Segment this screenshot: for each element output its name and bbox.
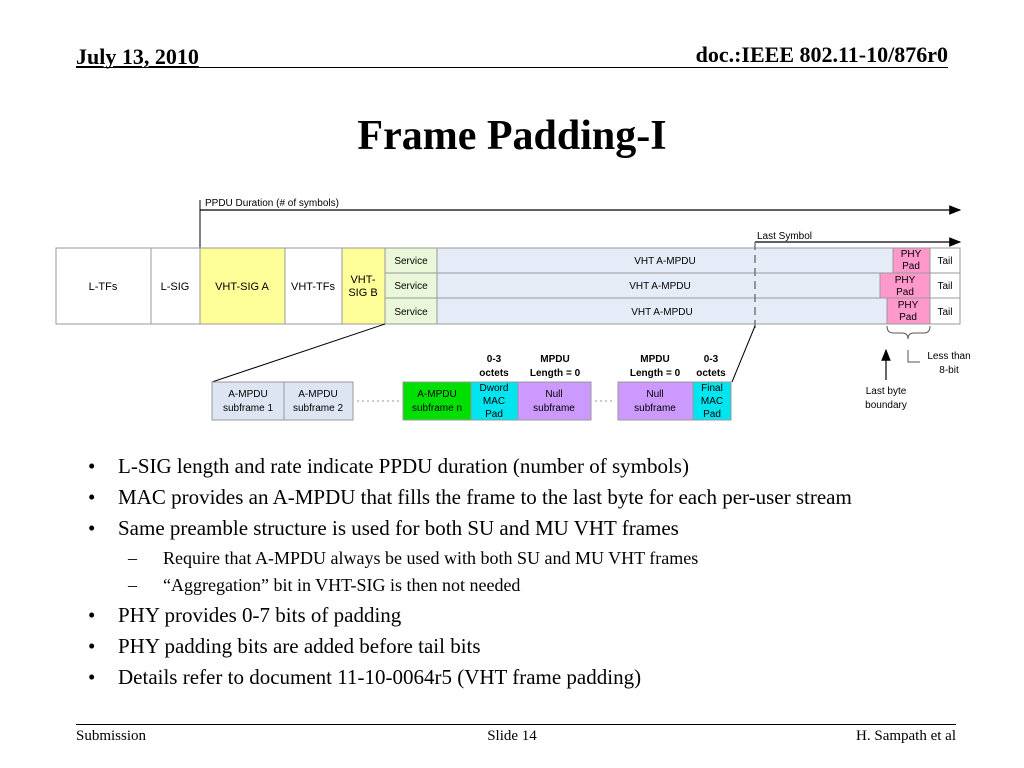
- null-subframe-2-label-2: subframe: [634, 403, 676, 414]
- frame-padding-diagram: PPDU Duration (# of symbols) Last Symbol…: [55, 198, 971, 421]
- null-subframe-1-label-1: Null: [545, 389, 562, 400]
- mpdu-len-b-label-2: Length = 0: [630, 368, 681, 379]
- less-than-connector: [907, 350, 920, 363]
- less-than-label-2: 8-bit: [939, 365, 959, 376]
- octets-a-label-1: 0-3: [487, 354, 502, 365]
- last-byte-label-1: Last byte: [866, 386, 907, 397]
- less-than-label-1: Less than: [927, 351, 970, 362]
- dword-pad-label-3: Pad: [485, 409, 503, 420]
- subframe-1-label-1: A-MPDU: [228, 389, 267, 400]
- null-subframe-1-label-2: subframe: [533, 403, 575, 414]
- last-symbol-label: Last Symbol: [757, 231, 812, 242]
- row3-phy-pad-label-2: Pad: [899, 312, 917, 323]
- row3-ampdu: [436, 297, 888, 325]
- row1-phy-pad-label-1: PHY: [901, 249, 922, 260]
- dword-mac-pad: [470, 381, 519, 421]
- footer-slide-number: Slide 14: [487, 728, 537, 744]
- footer-author: H. Sampath et al: [856, 728, 956, 744]
- null-subframe-2: [617, 381, 694, 421]
- header-divider: [76, 67, 948, 68]
- null-subframe-2-label-1: Null: [646, 389, 663, 400]
- bullet-item: MAC provides an A-MPDU that fills the fr…: [88, 485, 928, 510]
- row1-service: [384, 247, 438, 274]
- field-ltf: [55, 247, 152, 325]
- row1-service-label: Service: [394, 256, 428, 267]
- null-subframe-1: [517, 381, 592, 421]
- header-doc-id: doc.:IEEE 802.11-10/876r0: [695, 42, 948, 67]
- row1-phy-pad: [892, 247, 931, 274]
- row1-ampdu-label: VHT A-MPDU: [634, 256, 696, 267]
- header-date: July 13, 2010: [76, 44, 199, 69]
- field-vht-tfs: [284, 247, 343, 325]
- subframe-2: [283, 381, 354, 421]
- octets-b-label-1: 0-3: [704, 354, 719, 365]
- row1-ampdu: [436, 247, 894, 274]
- subframe-1-label-2: subframe 1: [223, 403, 273, 414]
- row3-service: [384, 297, 438, 325]
- field-lsig-label: L-SIG: [161, 281, 190, 293]
- footer-submission: Submission: [76, 728, 147, 744]
- row1-tail: [929, 247, 961, 274]
- field-vht-sig-b-label-2: SIG B: [348, 287, 377, 299]
- field-vht-sig-b: [341, 247, 386, 325]
- field-vht-sig-b-label-1: VHT-: [350, 274, 375, 286]
- subframe-1: [211, 381, 285, 421]
- row2-ampdu: [436, 272, 881, 299]
- row1-tail-label: Tail: [937, 256, 952, 267]
- subframe-2-label-1: A-MPDU: [298, 389, 337, 400]
- subframe-2-label-2: subframe 2: [293, 403, 343, 414]
- bullet-item: PHY provides 0-7 bits of padding: [88, 603, 928, 628]
- bullet-list: L-SIG length and rate indicate PPDU dura…: [88, 454, 928, 696]
- row2-phy-pad-label-1: PHY: [895, 275, 916, 286]
- row2-tail-label: Tail: [937, 281, 952, 292]
- ppdu-duration-label: PPDU Duration (# of symbols): [205, 198, 339, 209]
- row1-phy-pad-label-2: Pad: [902, 261, 920, 272]
- dword-pad-label-2: MAC: [483, 396, 505, 407]
- final-pad-label-2: MAC: [701, 396, 723, 407]
- field-ltf-label: L-TFs: [89, 281, 118, 293]
- row3-service-label: Service: [394, 307, 428, 318]
- dword-pad-label-1: Dword: [480, 383, 509, 394]
- mpdu-len-a-label-2: Length = 0: [530, 368, 581, 379]
- subframe-n-label-1: A-MPDU: [417, 389, 456, 400]
- row3-tail: [929, 297, 961, 325]
- row3-tail-label: Tail: [937, 307, 952, 318]
- field-vht-tfs-label: VHT-TFs: [291, 281, 335, 293]
- slide-title: Frame Padding-I: [357, 113, 667, 159]
- last-byte-label-2: boundary: [865, 400, 907, 411]
- subframe-n: [402, 381, 472, 421]
- row2-service-label: Service: [394, 281, 428, 292]
- zoom-line-right: [731, 325, 756, 383]
- mpdu-len-b-label-1: MPDU: [640, 354, 669, 365]
- row2-tail: [929, 272, 961, 299]
- row3-phy-pad-label-1: PHY: [898, 300, 919, 311]
- bullet-item: L-SIG length and rate indicate PPDU dura…: [88, 454, 928, 479]
- subframe-n-label-2: subframe n: [412, 403, 462, 414]
- field-vht-sig-a-label: VHT-SIG A: [215, 281, 269, 293]
- row2-phy-pad-label-2: Pad: [896, 287, 914, 298]
- octets-b-label-2: octets: [696, 368, 726, 379]
- footer-divider: [76, 724, 956, 725]
- bullet-item: PHY padding bits are added before tail b…: [88, 634, 928, 659]
- sub-bullet-item: “Aggregation” bit in VHT-SIG is then not…: [88, 575, 928, 597]
- mpdu-len-a-label-1: MPDU: [540, 354, 569, 365]
- row2-ampdu-label: VHT A-MPDU: [629, 281, 691, 292]
- row3-ampdu-label: VHT A-MPDU: [631, 307, 693, 318]
- zoom-line-left: [211, 323, 386, 383]
- final-pad-label-3: Pad: [703, 409, 721, 420]
- octets-a-label-2: octets: [479, 368, 509, 379]
- bullet-item: Same preamble structure is used for both…: [88, 516, 928, 541]
- phy-pad-bracket: [886, 325, 931, 340]
- final-pad-label-1: Final: [701, 383, 723, 394]
- final-mac-pad: [692, 381, 732, 421]
- bullet-item: Details refer to document 11-10-0064r5 (…: [88, 665, 928, 690]
- sub-bullet-item: Require that A-MPDU always be used with …: [88, 548, 928, 570]
